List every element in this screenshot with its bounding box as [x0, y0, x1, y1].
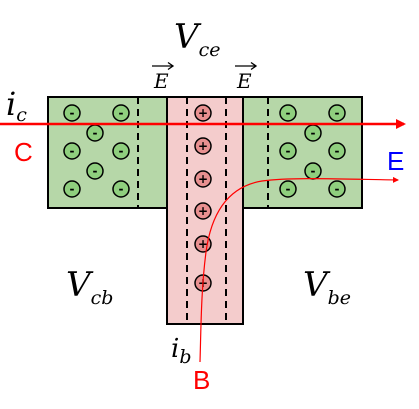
electron: - [86, 162, 104, 180]
electron-carriers: - - - - - - - - - - - - - - - - [63, 104, 346, 198]
svg-text:+: + [198, 237, 208, 251]
hole-carriers: ++++++ [194, 104, 212, 292]
svg-text:-: - [335, 106, 340, 120]
electron: - [112, 142, 130, 160]
base-current-path [199, 176, 399, 363]
collector-terminal-label: C [14, 137, 33, 167]
svg-text:ib: ib [171, 334, 192, 368]
svg-text:Vcb: Vcb [66, 265, 113, 309]
electron: - [86, 124, 104, 142]
svg-text:-: - [70, 106, 75, 120]
electron: - [63, 104, 81, 122]
svg-text:-: - [286, 144, 291, 158]
base-terminal-label: B [193, 365, 210, 395]
vcb-label: Vcb [66, 265, 113, 309]
electron: - [279, 180, 297, 198]
svg-text:+: + [198, 204, 208, 218]
vce-label: Vce [174, 17, 220, 61]
svg-text:-: - [70, 144, 75, 158]
svg-text:E: E [236, 69, 252, 93]
electron: - [279, 104, 297, 122]
base-current-label: ib [171, 334, 192, 368]
svg-text:-: - [286, 182, 291, 196]
svg-text:ic: ic [6, 85, 27, 126]
svg-text:-: - [119, 144, 124, 158]
svg-text:-: - [335, 144, 340, 158]
svg-text:E: E [153, 69, 169, 93]
hole: + [194, 202, 212, 220]
svg-text:+: + [198, 106, 208, 120]
hole: + [194, 104, 212, 122]
svg-text:-: - [93, 164, 98, 178]
svg-text:+: + [198, 139, 208, 153]
electric-field-left-label: E [152, 61, 175, 93]
svg-text:-: - [119, 182, 124, 196]
svg-text:-: - [93, 126, 98, 140]
electron: - [304, 162, 322, 180]
svg-text:Vbe: Vbe [303, 265, 351, 309]
svg-text:-: - [286, 106, 291, 120]
vbe-label: Vbe [303, 265, 351, 309]
svg-text:-: - [335, 182, 340, 196]
hole: + [194, 170, 212, 188]
electron: - [279, 142, 297, 160]
electron: - [304, 124, 322, 142]
svg-text:-: - [311, 126, 316, 140]
hole: + [194, 137, 212, 155]
svg-text:-: - [311, 164, 316, 178]
svg-text:-: - [70, 182, 75, 196]
electron: - [328, 180, 346, 198]
svg-text:Vce: Vce [174, 17, 220, 61]
electron: - [63, 180, 81, 198]
electron: - [63, 142, 81, 160]
svg-text:-: - [119, 106, 124, 120]
electron: - [328, 104, 346, 122]
electron: - [328, 142, 346, 160]
electric-field-right-label: E [235, 61, 258, 93]
collector-current-label: ic [6, 85, 27, 126]
svg-text:+: + [198, 172, 208, 186]
electron: - [112, 180, 130, 198]
emitter-terminal-label: E [387, 146, 404, 176]
electron: - [112, 104, 130, 122]
